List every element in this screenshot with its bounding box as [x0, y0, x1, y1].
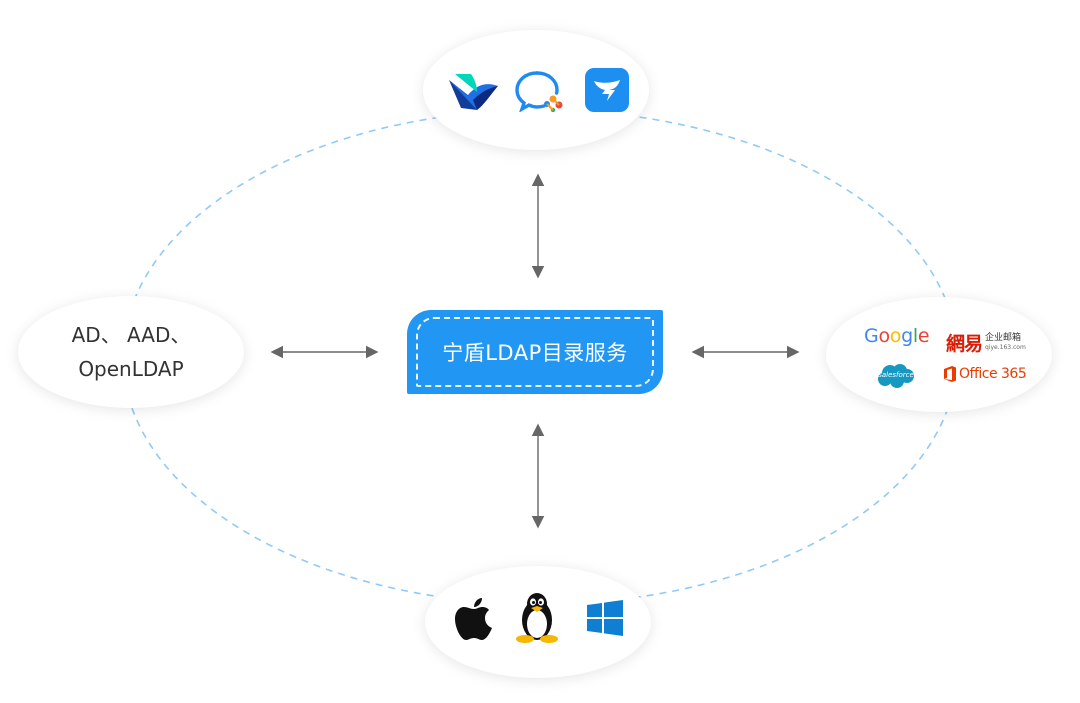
- ldap-service-box: 宁盾LDAP目录服务: [407, 310, 663, 394]
- directory-source-line2: OpenLDAP: [78, 357, 184, 381]
- google-letter: o: [878, 325, 890, 347]
- wecom-icon: [515, 70, 565, 112]
- directory-source-label: AD、 AAD、 OpenLDAP: [18, 296, 244, 408]
- office365-logo: Office 365: [944, 366, 1027, 382]
- google-letter: l: [912, 325, 918, 347]
- apple-icon: [454, 597, 494, 641]
- google-letter: G: [864, 325, 879, 347]
- salesforce-logo: salesforce: [876, 362, 916, 390]
- netease-sub: 企业邮箱 qiye.163.com: [985, 332, 1026, 352]
- feishu-icon: [447, 72, 499, 112]
- salesforce-text: salesforce: [878, 371, 914, 379]
- google-logo: Google: [864, 325, 930, 347]
- office365-text: Office 365: [959, 366, 1027, 382]
- google-letter: o: [889, 325, 902, 347]
- google-letter: e: [917, 325, 930, 347]
- windows-icon: [587, 600, 623, 636]
- netease-mail-logo: 網易 企业邮箱 qiye.163.com: [946, 329, 1026, 356]
- directory-source-line1: AD、 AAD、: [71, 323, 191, 347]
- directory-source-node: [18, 296, 244, 408]
- ldap-service-title: 宁盾LDAP目录服务: [442, 341, 628, 365]
- linux-tux-icon: [514, 590, 560, 644]
- netease-main-text: 網易: [946, 333, 983, 355]
- dingtalk-icon: [585, 68, 629, 112]
- netease-sub-title: 企业邮箱: [985, 332, 1022, 343]
- salesforce-cloud-icon: [878, 364, 914, 388]
- office-icon: [944, 366, 956, 382]
- ldap-service-inner-border: 宁盾LDAP目录服务: [416, 317, 654, 387]
- google-letter: g: [901, 325, 913, 347]
- cloud-apps-node: [826, 297, 1052, 412]
- netease-sub-domain: qiye.163.com: [985, 343, 1026, 351]
